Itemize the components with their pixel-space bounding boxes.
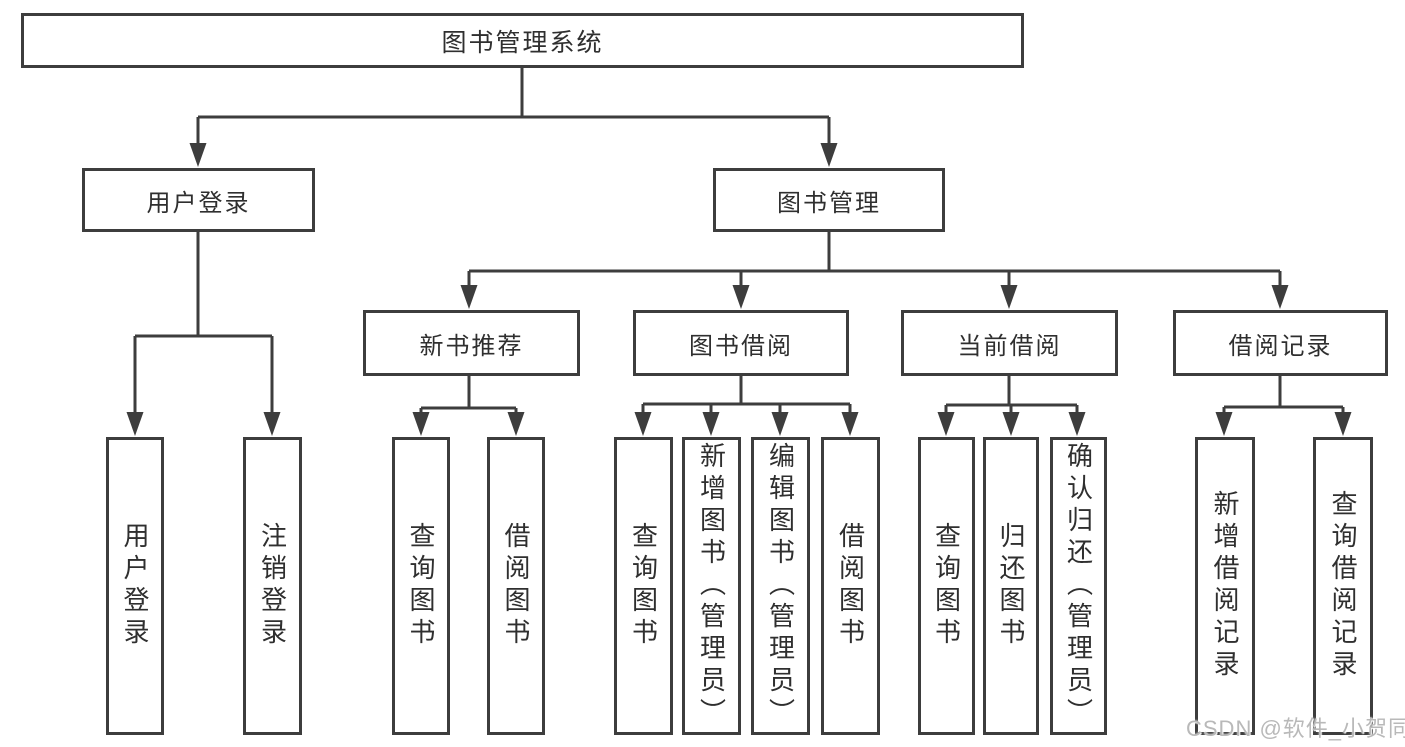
leaf-borrow-books-2: 借阅图书: [821, 437, 880, 735]
node-label: 归还图书: [996, 522, 1026, 650]
node-label: 编辑图书（管理员）: [765, 442, 796, 730]
node-label: 图书管理: [777, 189, 881, 217]
node-new-book-recommend: 新书推荐: [363, 310, 580, 376]
leaf-borrow-books-1: 借阅图书: [487, 437, 545, 735]
leaf-query-books-2: 查询图书: [614, 437, 673, 735]
leaf-query-borrow-record: 查询借阅记录: [1313, 437, 1373, 735]
node-current-borrowing: 当前借阅: [901, 310, 1118, 376]
leaf-query-books-3: 查询图书: [918, 437, 975, 735]
node-label: 借阅图书: [501, 522, 531, 650]
node-label: 借阅记录: [1228, 332, 1333, 360]
leaf-user-login: 用户登录: [106, 437, 164, 735]
leaf-add-borrow-record: 新增借阅记录: [1195, 437, 1255, 735]
leaf-logout: 注销登录: [243, 437, 302, 735]
node-borrowing-records: 借阅记录: [1173, 310, 1388, 376]
leaf-query-books-1: 查询图书: [392, 437, 450, 735]
node-label: 图书管理系统: [441, 28, 604, 57]
node-book-management-branch: 图书管理: [713, 168, 945, 232]
node-label: 查询借阅记录: [1328, 490, 1358, 682]
node-label: 用户登录: [146, 189, 251, 217]
node-user-login-branch: 用户登录: [82, 168, 315, 232]
node-label: 查询图书: [628, 522, 659, 650]
node-label: 借阅图书: [835, 522, 866, 650]
arrowheads: [126, 143, 1352, 436]
node-label: 查询图书: [931, 522, 962, 650]
leaf-return-book: 归还图书: [983, 437, 1039, 735]
node-label: 用户登录: [120, 522, 150, 650]
node-label: 注销登录: [257, 522, 288, 650]
node-label: 当前借阅: [957, 332, 1062, 360]
leaf-add-book-admin: 新增图书（管理员）: [682, 437, 741, 735]
node-label: 图书借阅: [689, 332, 793, 360]
node-library-management-system: 图书管理系统: [21, 13, 1024, 68]
node-label: 查询图书: [406, 522, 436, 650]
node-label: 新增图书（管理员）: [696, 442, 727, 730]
leaf-edit-book-admin: 编辑图书（管理员）: [751, 437, 810, 735]
node-label: 确认归还（管理员）: [1063, 442, 1094, 730]
node-label: 新书推荐: [419, 332, 524, 360]
leaf-confirm-return-admin: 确认归还（管理员）: [1050, 437, 1107, 735]
node-book-borrowing: 图书借阅: [633, 310, 849, 376]
csdn-watermark: CSDN @软件_小贺同学: [1186, 716, 1405, 741]
node-label: 新增借阅记录: [1210, 490, 1240, 682]
